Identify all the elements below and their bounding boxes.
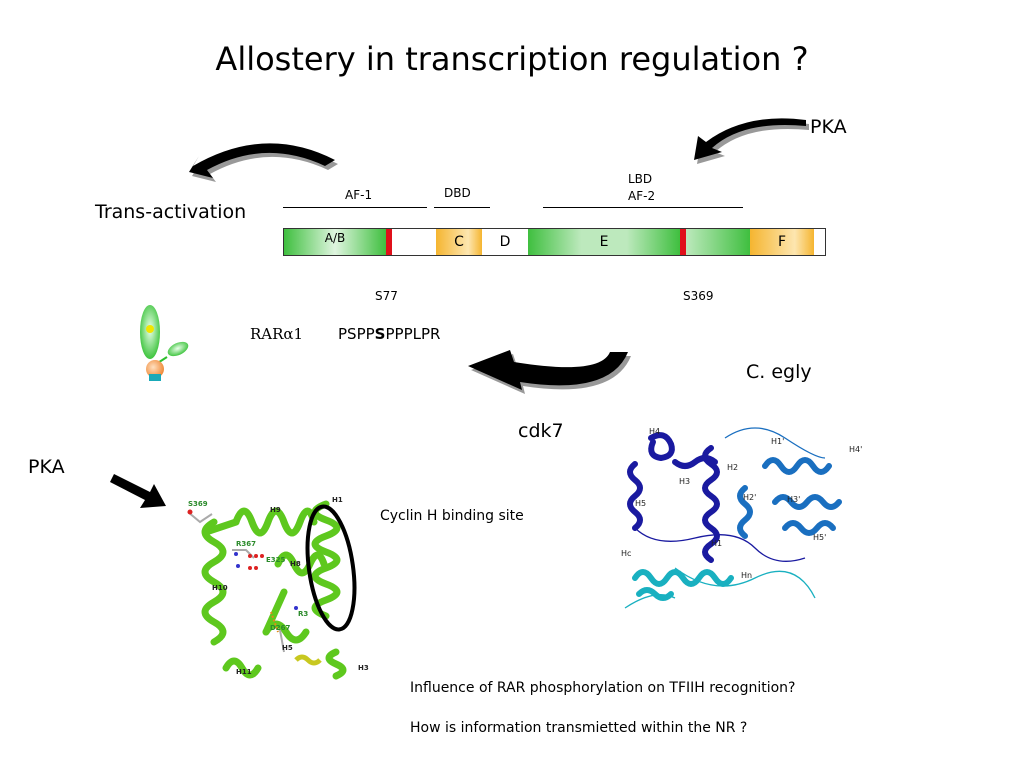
- struct-label-h9: H9: [270, 506, 281, 514]
- domain-c-label: C: [454, 234, 464, 250]
- s369-label: S369: [683, 289, 714, 303]
- domain-ab-label: A/B: [324, 231, 346, 245]
- influence-question: Influence of RAR phosphorylation on TFII…: [410, 680, 796, 696]
- domain-d-label: D: [499, 234, 511, 250]
- cyc-label-h3p: H3': [787, 495, 800, 504]
- cyc-label-h2p: H2': [743, 493, 756, 502]
- struct-label-h10: H10: [212, 584, 228, 592]
- domain-e: E: [528, 229, 680, 255]
- domain-f: F: [750, 229, 814, 255]
- domain-d: D: [482, 229, 528, 255]
- trans-activation-label: Trans-activation: [95, 201, 247, 223]
- domain-c: C: [436, 229, 482, 255]
- rar-sequence: PSPPSPPPLPR: [338, 325, 440, 343]
- cyc-label-hn: Hn: [741, 571, 752, 580]
- domain-e-label: E: [599, 234, 609, 250]
- lbd-label: LBD: [628, 172, 653, 186]
- curved-arrow-middle-icon: [468, 350, 631, 394]
- cyc-label-h2: H2: [727, 463, 738, 472]
- struct-label-r3: R3: [298, 610, 308, 618]
- rar-lbd-structure-image: S369 H9 H1 R367 E325 H8 H10 R3 D267 H5 H…: [187, 496, 369, 680]
- seq-phospho-serine: S: [374, 325, 386, 343]
- seq-after: PPPLPR: [385, 325, 441, 343]
- cyc-label-h3: H3: [679, 477, 690, 486]
- struct-label-r367: R367: [236, 540, 256, 548]
- slide-title: Allostery in transcription regulation ?: [215, 40, 809, 78]
- af2-label: AF-2: [628, 189, 656, 203]
- struct-label-e325: E325: [266, 556, 286, 564]
- curved-arrow-left-top-icon: [189, 143, 338, 182]
- domain-f-label: F: [777, 234, 787, 250]
- struct-label-h8: H8: [290, 560, 301, 568]
- struct-label-h3: H3: [358, 664, 369, 672]
- struct-label-h5: H5: [282, 644, 293, 652]
- domain-ab: A/B: [284, 229, 386, 255]
- cyc-label-h4p: H4': [849, 445, 862, 454]
- s77-label: S77: [375, 289, 398, 303]
- seq-before: PSPP: [338, 325, 375, 343]
- phospho-site-s77: [386, 229, 392, 255]
- dbd-label: DBD: [444, 186, 471, 200]
- struct-label-s369: S369: [188, 500, 208, 508]
- phospho-site-s369: [680, 229, 686, 255]
- receptor-cartoon-icon: [140, 305, 189, 381]
- cyc-label-h5p: H5': [813, 533, 826, 542]
- lbd-line: [543, 207, 743, 208]
- cyc-label-h4: H4: [649, 427, 660, 436]
- domain-gap: [392, 229, 436, 255]
- dbd-line: [434, 207, 490, 208]
- rar-name: RARα1: [250, 325, 304, 343]
- straight-arrow-icon: [110, 474, 166, 508]
- cyc-label-h1p: H1': [771, 437, 784, 446]
- c-egly-label: C. egly: [746, 361, 812, 383]
- pka-left-label: PKA: [28, 456, 65, 478]
- pka-top-label: PKA: [810, 116, 847, 138]
- curved-arrow-right-top-icon: [694, 118, 809, 164]
- cyc-label-hc: Hc: [621, 549, 631, 558]
- cyc-label-h1: H1: [711, 539, 722, 548]
- af1-line: [283, 207, 427, 208]
- cdk7-label: cdk7: [518, 420, 564, 442]
- af1-label: AF-1: [345, 188, 373, 202]
- struct-label-h11: H11: [236, 668, 252, 676]
- struct-label-d267: D267: [270, 624, 291, 632]
- cyclin-h-label: Cyclin H binding site: [380, 508, 524, 524]
- domain-e-tail: [686, 229, 750, 255]
- how-question: How is information transmietted within t…: [410, 720, 748, 736]
- domain-bar: A/B C D E F: [283, 228, 826, 256]
- struct-label-h1: H1: [332, 496, 343, 504]
- cyclin-h-structure-image: H4 H3 H2 H5 H1 H1' H4' H2' H3' H5' Hc Hn: [621, 427, 862, 609]
- cyc-label-h5: H5: [635, 499, 646, 508]
